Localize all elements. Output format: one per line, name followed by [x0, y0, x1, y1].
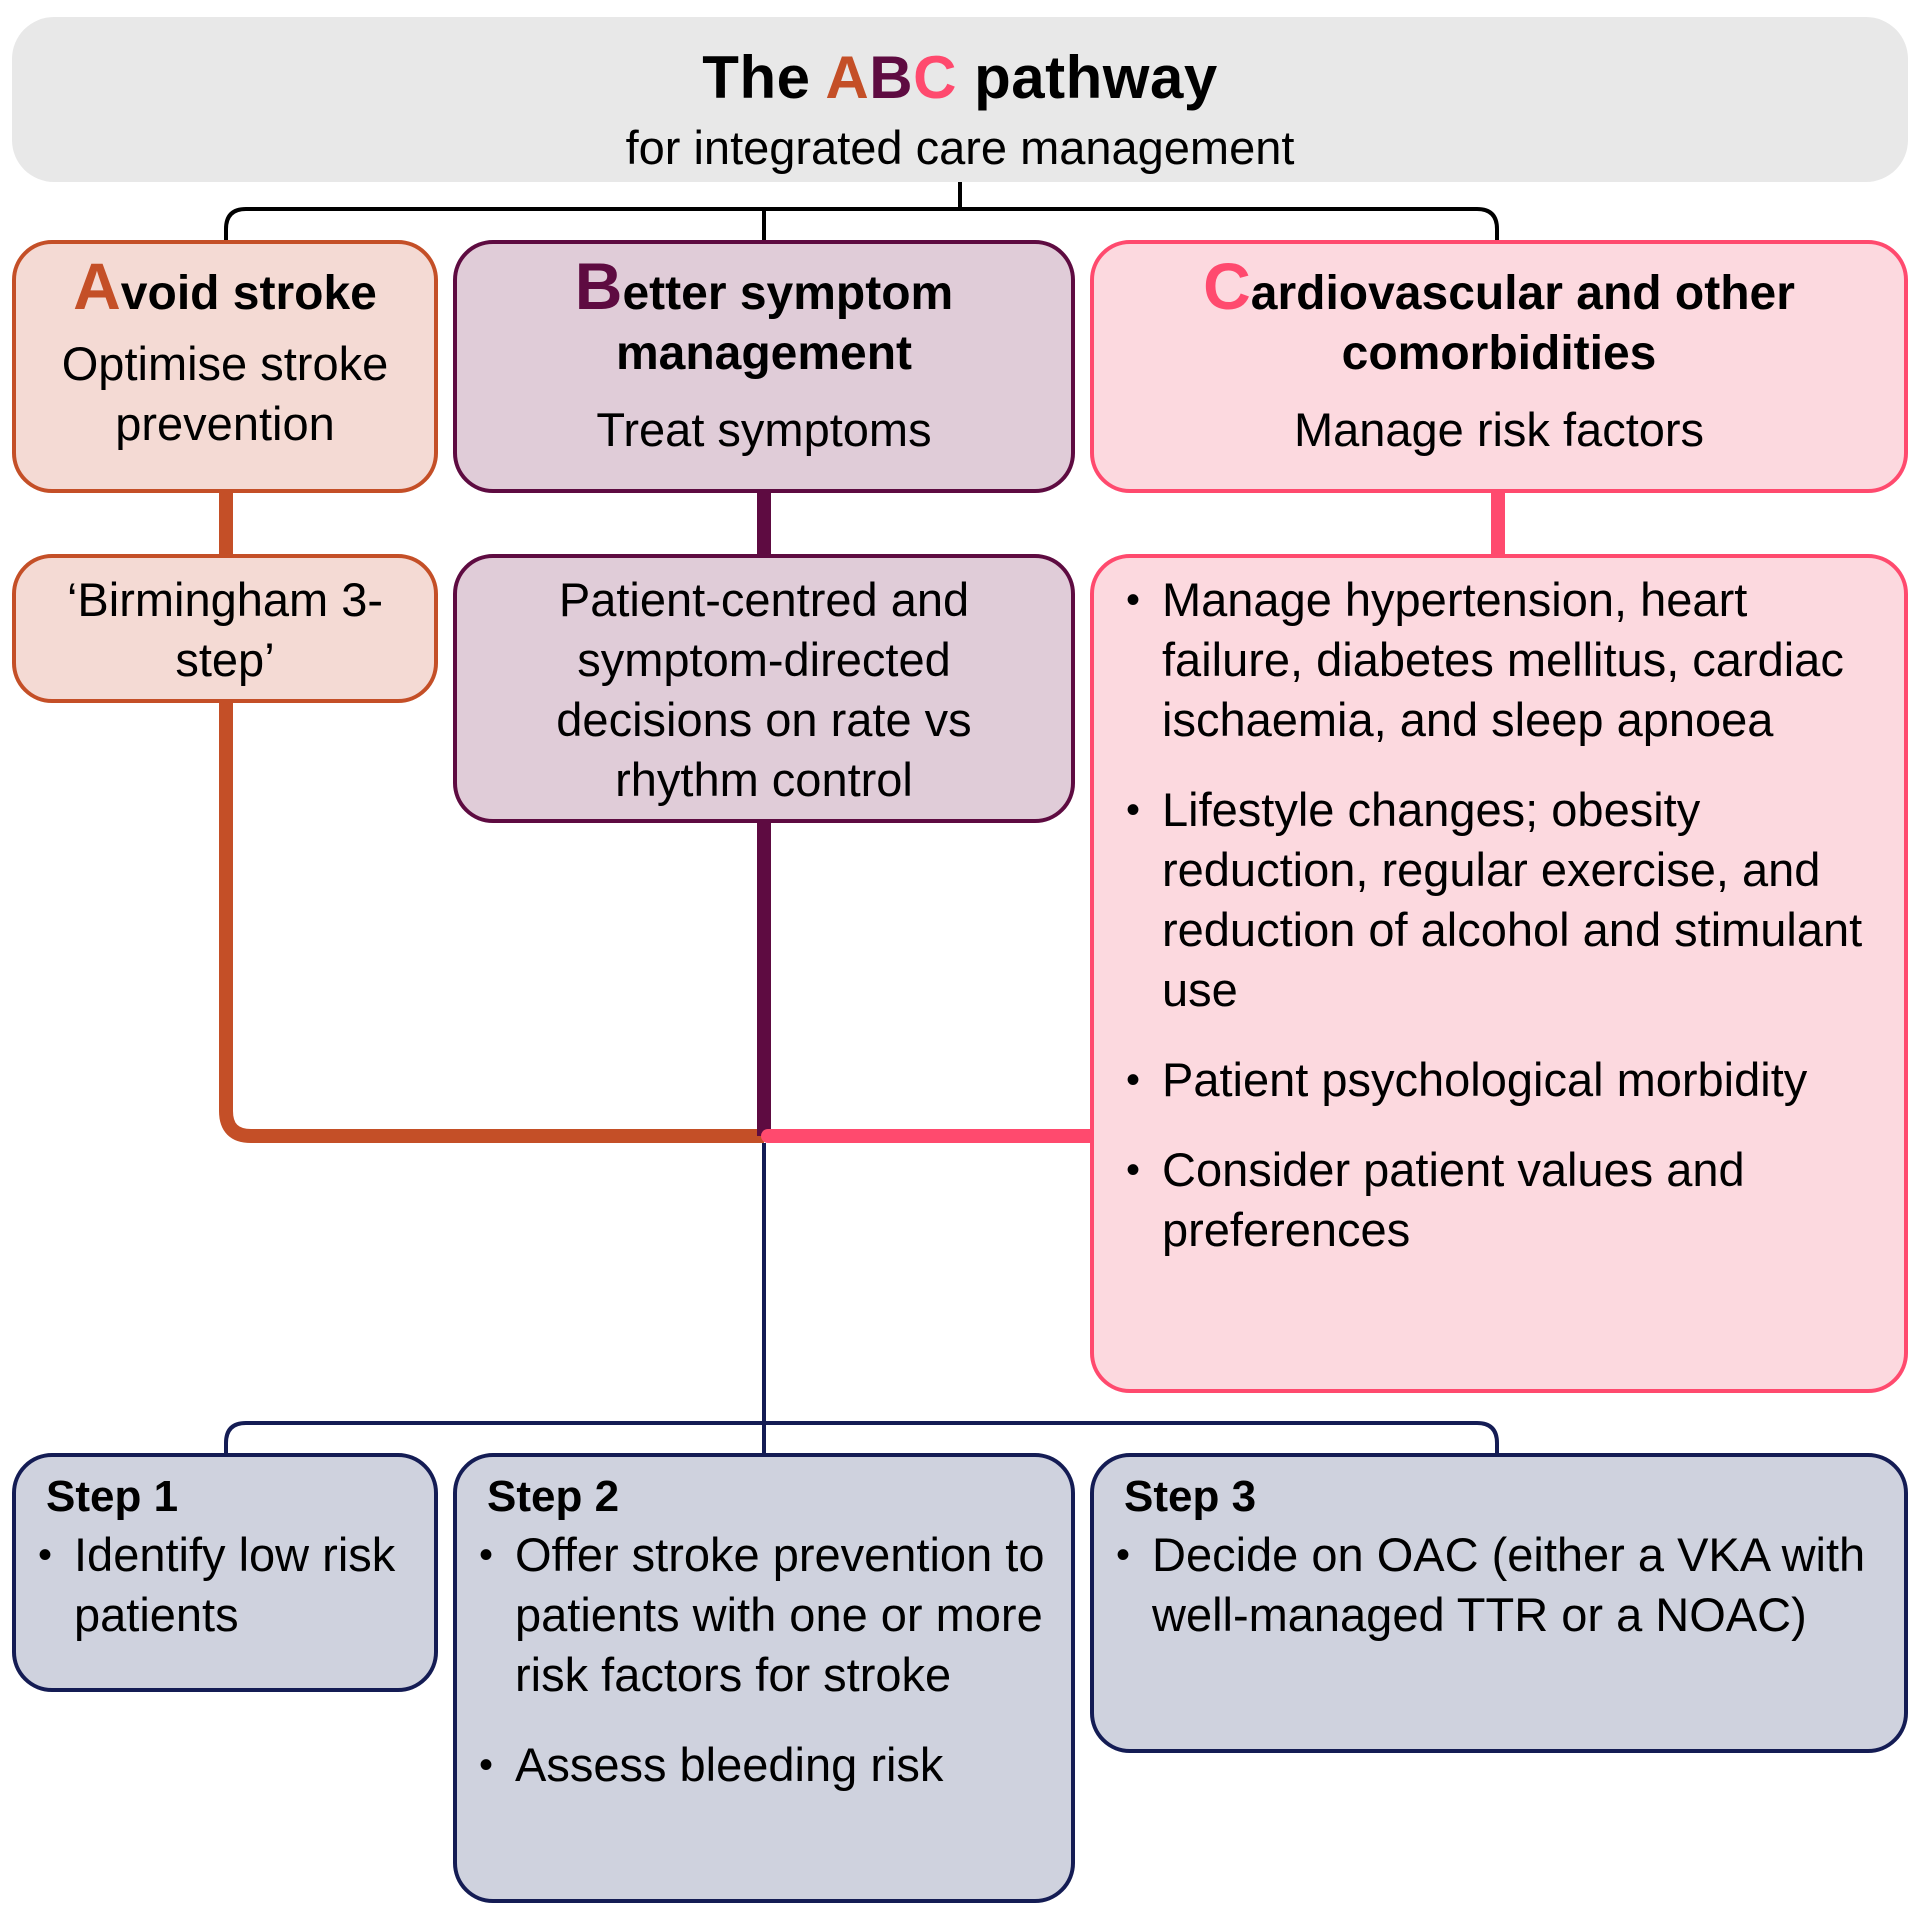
heading-letter-a: A: [73, 249, 121, 323]
step-item: Assess bleeding risk: [457, 1735, 1071, 1795]
title-letter-c: C: [913, 44, 957, 111]
heading-text: etter symptom management: [615, 267, 954, 380]
better-symptom-subtitle: Treat symptoms: [596, 403, 932, 456]
risk-factor-item: Lifestyle changes; obesity reduction, re…: [1104, 780, 1884, 1020]
better-symptom-box: Better symptom management Treat symptoms: [453, 240, 1075, 493]
heading-letter-b: B: [574, 249, 623, 323]
step-2-title: Step 2: [487, 1472, 620, 1521]
step-2-box: Step 2 Offer stroke prevention to patien…: [453, 1453, 1075, 1903]
step-3-box: Step 3 Decide on OAC (either a VKA with …: [1090, 1453, 1908, 1753]
cardiovascular-box: Cardiovascular and other comorbidities M…: [1090, 240, 1908, 493]
header-banner: The ABC pathway for integrated care mana…: [12, 17, 1908, 182]
page-title: The ABC pathway: [12, 43, 1908, 112]
birmingham-box: ‘Birmingham 3-step’: [12, 554, 438, 703]
rate-rhythm-box: Patient-centred and symptom-directed dec…: [453, 554, 1075, 823]
step-item: Identify low risk patients: [16, 1525, 434, 1645]
step-3-list: Decide on OAC (either a VKA with well-ma…: [1094, 1525, 1904, 1645]
page-subtitle: for integrated care management: [625, 121, 1295, 174]
steps-connector: [224, 1143, 1499, 1453]
a-connector: [219, 493, 764, 1143]
step-2-list: Offer stroke prevention to patients with…: [457, 1525, 1071, 1795]
step-item: Offer stroke prevention to patients with…: [457, 1525, 1071, 1705]
cardiovascular-subtitle: Manage risk factors: [1293, 403, 1705, 456]
avoid-stroke-heading: Avoid stroke: [16, 244, 434, 324]
step-1-title: Step 1: [46, 1472, 179, 1521]
header-branch: [224, 207, 1499, 240]
title-letter-b: B: [869, 44, 914, 111]
header-connector: [224, 182, 1499, 240]
risk-factor-item: Consider patient values and preferences: [1104, 1140, 1884, 1260]
heading-letter-c: C: [1203, 249, 1251, 323]
risk-factor-item: Patient psychological morbidity: [1104, 1050, 1884, 1110]
step-1-box: Step 1 Identify low risk patients: [12, 1453, 438, 1692]
step-1-list: Identify low risk patients: [16, 1525, 434, 1645]
title-prefix: The: [702, 44, 826, 111]
a-connector-bottom: [219, 703, 764, 1143]
cardiovascular-heading: Cardiovascular and other comorbidities: [1094, 244, 1904, 384]
title-letter-a: A: [825, 44, 870, 111]
birmingham-text: ‘Birmingham 3-step’: [66, 573, 384, 686]
step-3-title: Step 3: [1124, 1472, 1257, 1521]
avoid-stroke-box: Avoid stroke Optimise stroke prevention: [12, 240, 438, 493]
heading-text: ardiovascular and other comorbidities: [1250, 267, 1795, 380]
risk-factors-box: Manage hypertension, heart failure, diab…: [1090, 554, 1908, 1393]
rate-rhythm-text: Patient-centred and symptom-directed dec…: [556, 573, 972, 806]
avoid-stroke-subtitle: Optimise stroke prevention: [61, 337, 389, 450]
step-item: Decide on OAC (either a VKA with well-ma…: [1094, 1525, 1904, 1645]
risk-factors-list: Manage hypertension, heart failure, diab…: [1094, 558, 1904, 1260]
title-suffix: pathway: [956, 44, 1218, 111]
better-symptom-heading: Better symptom management: [457, 244, 1071, 384]
heading-text: void stroke: [120, 267, 377, 320]
steps-branch: [224, 1421, 1499, 1453]
risk-factor-item: Manage hypertension, heart failure, diab…: [1104, 570, 1884, 750]
c-connector: [761, 493, 1505, 1143]
